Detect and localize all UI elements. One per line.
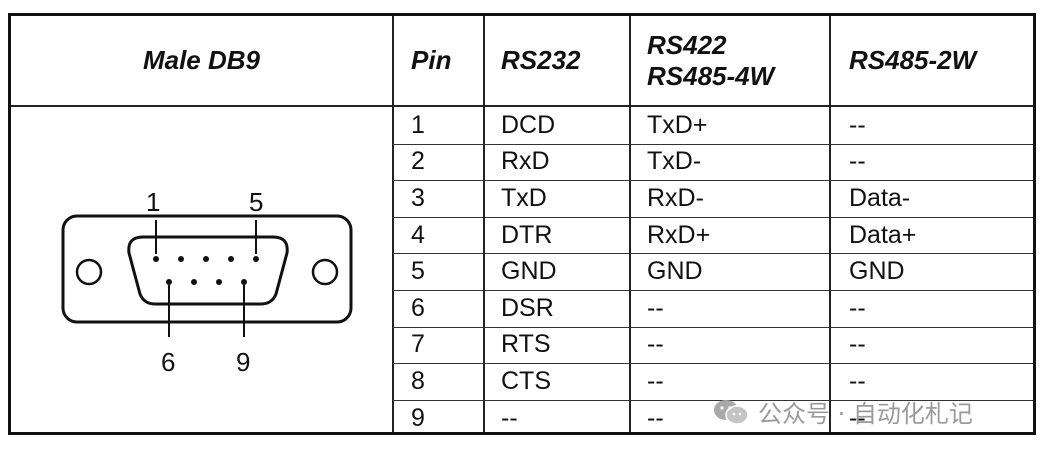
cell-rs485: --	[849, 293, 866, 322]
pin-1	[153, 256, 159, 262]
cell-rs232: RxD	[501, 147, 550, 176]
cell-rs485: --	[849, 110, 866, 139]
header-rs422-line2: RS485-4W	[647, 60, 775, 91]
pin-label-6: 6	[161, 347, 175, 377]
cell-pin: 6	[411, 293, 425, 322]
pin-5	[253, 256, 259, 262]
watermark: 公众号 · 自动化札记	[712, 394, 973, 429]
cell-rs485: --	[849, 403, 866, 432]
cell-rs422: --	[647, 330, 664, 359]
row-divider	[392, 326, 1033, 328]
pin-2	[178, 256, 184, 262]
cell-rs422: --	[647, 367, 664, 395]
pin-label-1: 1	[146, 187, 160, 217]
cell-rs485: --	[849, 147, 866, 176]
header-rs232: RS232	[501, 45, 581, 75]
row-divider	[392, 363, 1033, 365]
cell-pin: 1	[411, 110, 425, 139]
cell-pin: 3	[411, 184, 425, 212]
cell-rs485: --	[849, 367, 866, 395]
cell-pin: 7	[411, 330, 425, 359]
row-divider	[392, 143, 1033, 145]
cell-rs485: Data+	[849, 220, 917, 249]
column-divider	[629, 16, 631, 432]
cell-rs485: Data-	[849, 184, 911, 212]
cell-pin: 4	[411, 220, 425, 249]
row-divider	[392, 253, 1033, 255]
cell-rs232: DSR	[501, 293, 554, 322]
pin-label-9: 9	[236, 347, 250, 377]
cell-rs232: CTS	[501, 367, 551, 395]
header-rs485-2w: RS485-2W	[849, 45, 977, 75]
cell-rs232: DTR	[501, 220, 553, 249]
pin-3	[203, 256, 209, 262]
pinout-table: Male DB9 Pin RS232 RS422 RS485-4W RS485-…	[8, 13, 1036, 435]
cell-rs422: RxD-	[647, 184, 704, 212]
header-connector: Male DB9	[142, 45, 261, 75]
pin-7	[191, 279, 197, 285]
cell-rs422: --	[647, 403, 664, 432]
pin-8	[216, 279, 222, 285]
cell-rs232: --	[501, 403, 518, 432]
column-divider	[829, 16, 831, 432]
mounting-hole-left	[75, 258, 103, 286]
cell-pin: 2	[411, 147, 425, 176]
pin-4	[228, 256, 234, 262]
cell-rs422: --	[647, 293, 664, 322]
cell-rs422: TxD-	[647, 147, 702, 176]
column-divider	[392, 16, 394, 432]
connector-shell	[61, 214, 353, 324]
header-rs422-line1: RS422	[647, 29, 727, 60]
pin-6	[166, 279, 172, 285]
cell-pin: 5	[411, 257, 425, 286]
cell-rs232: TxD	[501, 184, 547, 212]
wechat-icon	[714, 399, 749, 425]
db9-connector-diagram: 1 5 6 9	[61, 187, 353, 377]
cell-rs485: --	[849, 330, 866, 359]
mounting-hole-right	[311, 258, 339, 286]
row-divider	[392, 399, 1033, 401]
pin-9	[241, 279, 247, 285]
cell-rs232: RTS	[501, 330, 551, 359]
column-divider	[483, 16, 485, 432]
pin-label-5: 5	[249, 187, 263, 217]
cell-rs485: GND	[849, 257, 905, 286]
cell-rs232: DCD	[501, 110, 556, 139]
watermark-text: 公众号 · 自动化札记	[758, 400, 973, 428]
cell-rs232: GND	[501, 257, 557, 286]
cell-rs422: RxD+	[647, 220, 711, 249]
header-rs422: RS422 RS485-4W	[647, 16, 829, 105]
cell-pin: 8	[411, 367, 425, 395]
cell-rs422: GND	[647, 257, 703, 286]
cell-pin: 9	[411, 403, 425, 432]
d-sub-shell	[127, 235, 289, 306]
cell-rs422: TxD+	[647, 110, 708, 139]
row-divider	[392, 216, 1033, 218]
row-divider	[392, 180, 1033, 182]
header-divider	[11, 105, 1033, 107]
header-pin: Pin	[411, 45, 452, 75]
row-divider	[392, 290, 1033, 291]
